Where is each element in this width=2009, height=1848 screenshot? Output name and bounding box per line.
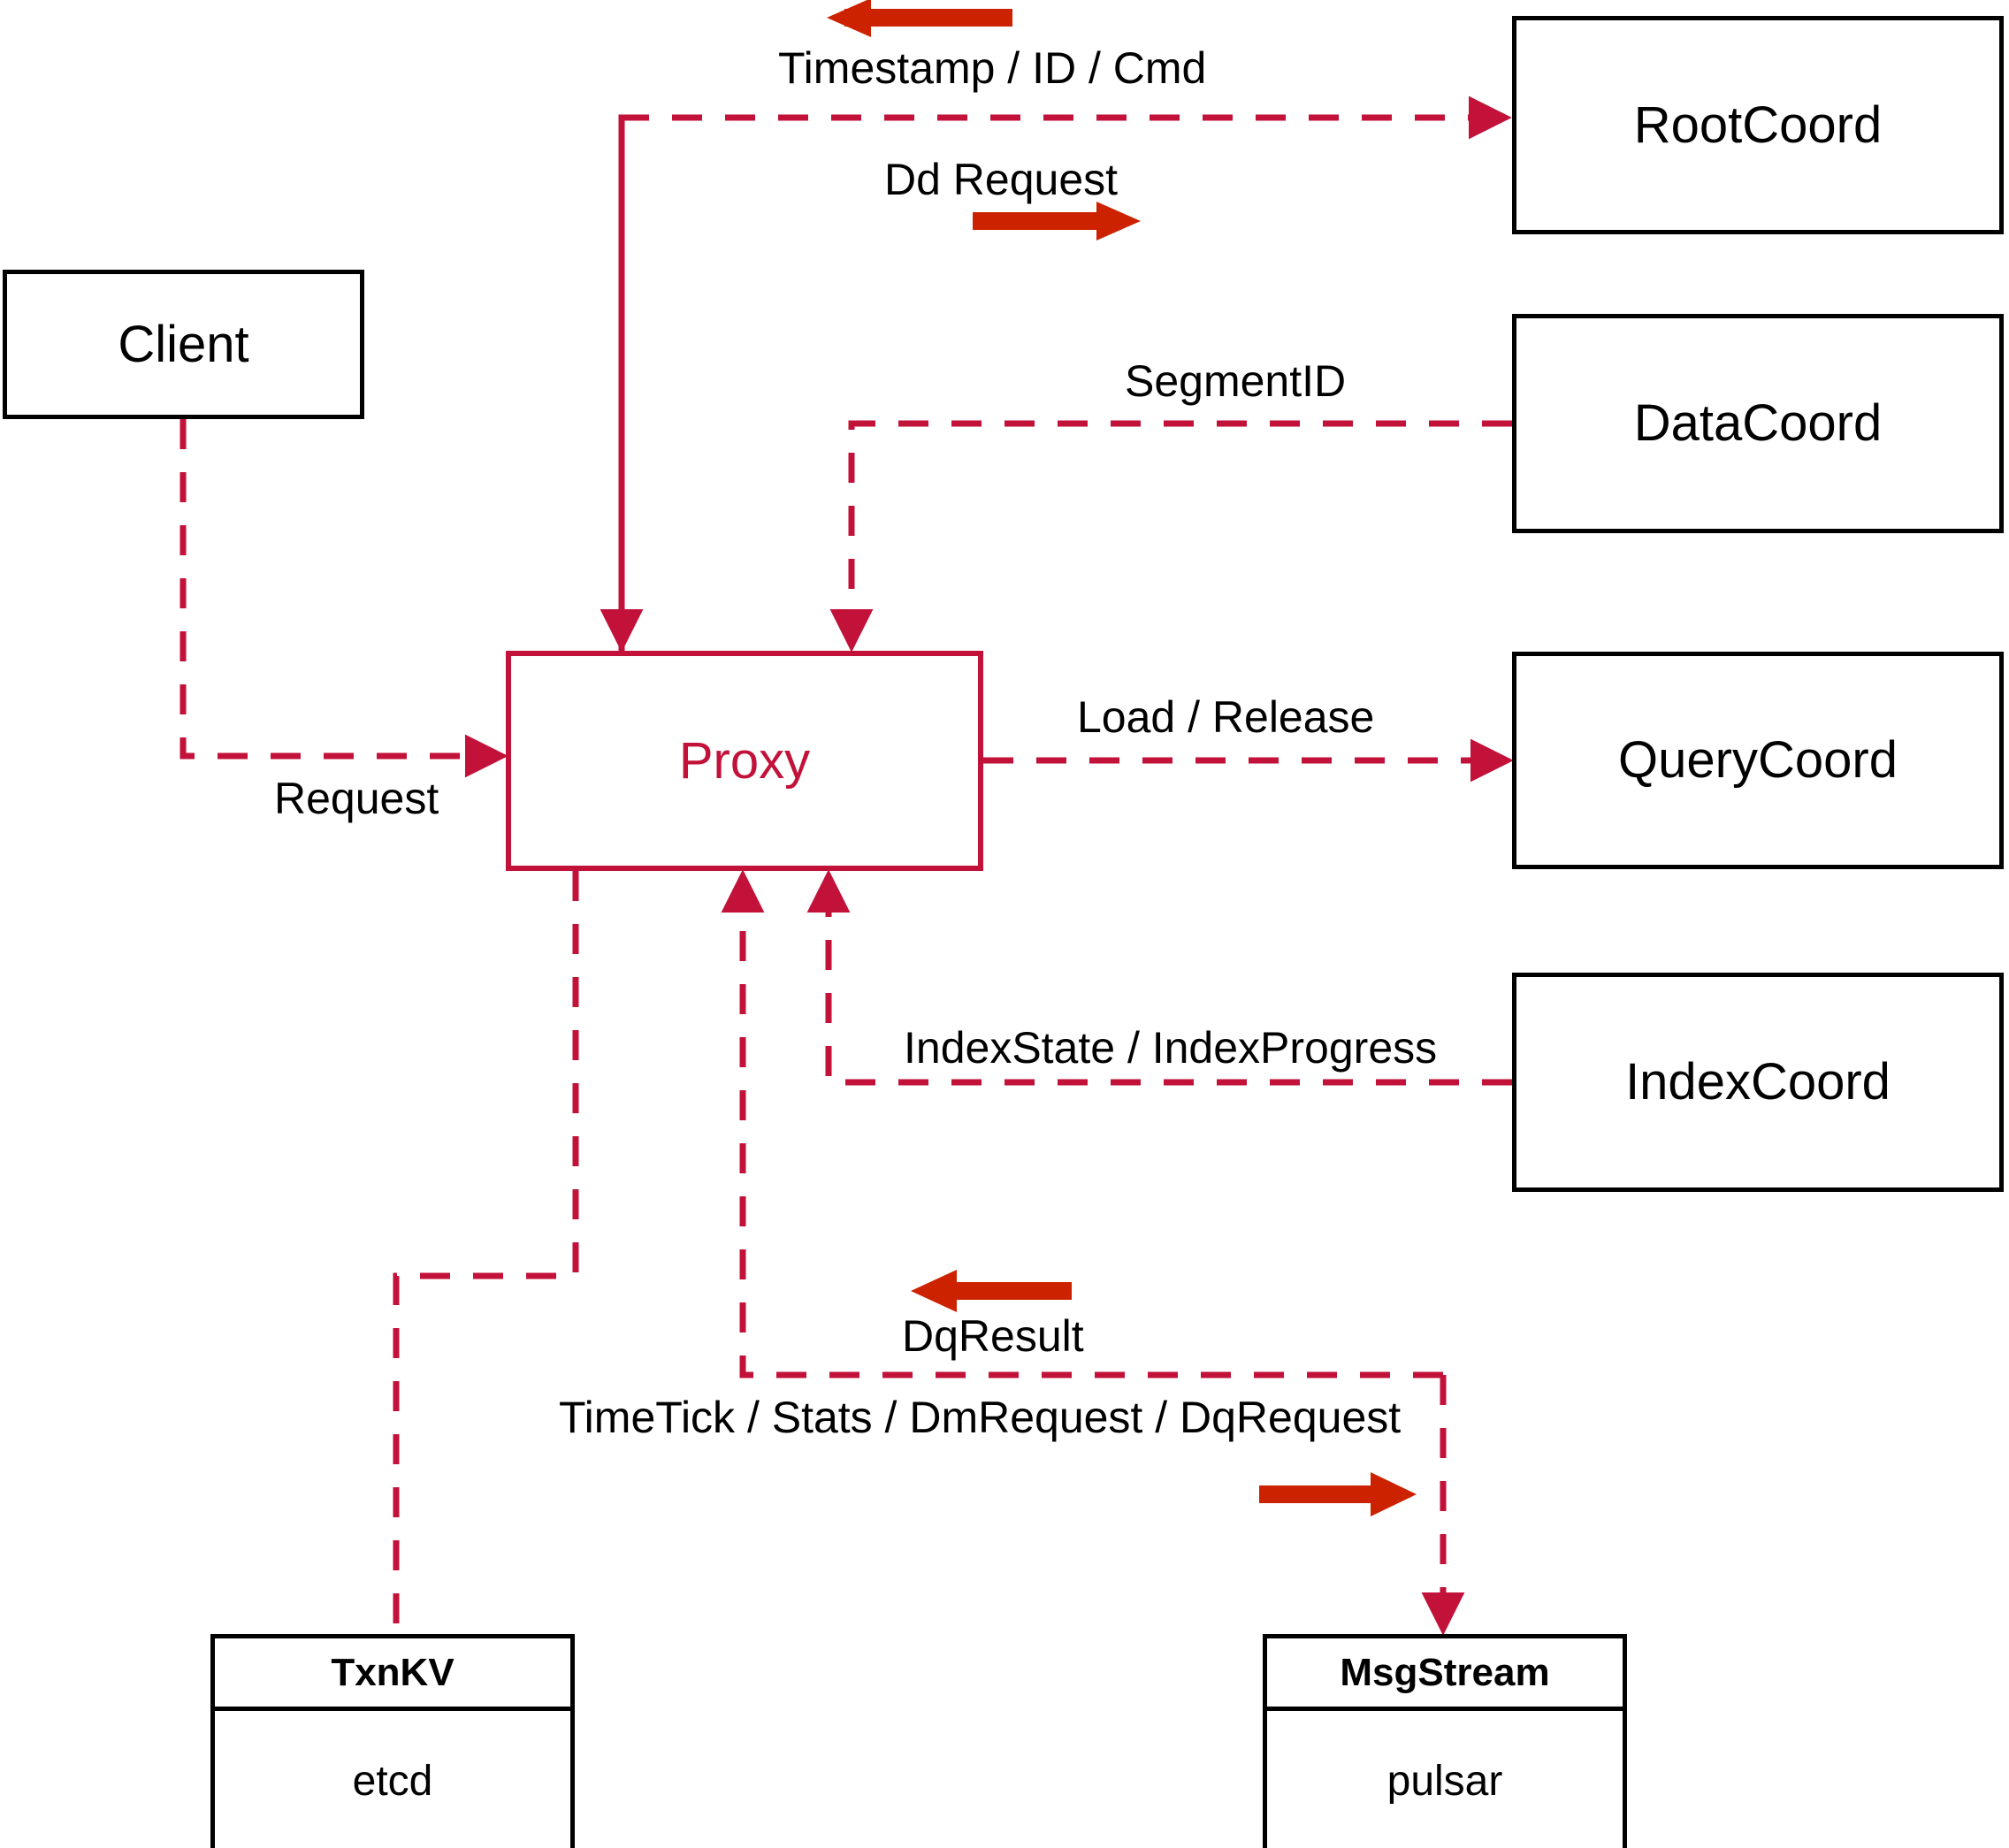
node-txnkv-header: TxnKV (215, 1638, 570, 1711)
node-msgstream-body: pulsar (1267, 1711, 1623, 1848)
direction-arrow-timetick (1259, 1472, 1417, 1516)
node-data-coord-label: DataCoord (1633, 394, 1883, 452)
node-root-coord[interactable]: RootCoord (1512, 16, 2004, 234)
node-txnkv[interactable]: TxnKV etcd (210, 1634, 575, 1848)
node-txnkv-title: TxnKV (331, 1650, 455, 1694)
edge-label-dq-result: DqResult (902, 1311, 1084, 1361)
edge-dq-result (721, 869, 1443, 1378)
edge-txnkv (393, 871, 579, 1634)
direction-arrow-dq-result (911, 1270, 1072, 1312)
edge-index-state (806, 869, 1512, 1086)
edge-label-load-release: Load / Release (1077, 692, 1375, 742)
edge-label-dd-request: Dd Request (884, 155, 1119, 204)
node-index-coord[interactable]: IndexCoord (1512, 973, 2004, 1192)
node-msgstream-header: MsgStream (1267, 1638, 1623, 1711)
edge-label-request: Request (274, 774, 439, 823)
edge-request (180, 419, 508, 778)
node-msgstream[interactable]: MsgStream pulsar (1263, 1634, 1627, 1848)
edge-label-timestamp-id-cmd: Timestamp / ID / Cmd (778, 43, 1207, 93)
edge-segment-id (829, 420, 1512, 653)
node-client-label: Client (118, 315, 249, 373)
edge-label-segment-id: SegmentID (1125, 356, 1347, 406)
node-proxy[interactable]: Proxy (506, 651, 983, 871)
node-index-coord-label: IndexCoord (1625, 1053, 1891, 1111)
node-client[interactable]: Client (3, 270, 364, 419)
node-query-coord[interactable]: QueryCoord (1512, 652, 2004, 869)
node-txnkv-impl: etcd (352, 1758, 433, 1805)
node-root-coord-label: RootCoord (1633, 95, 1883, 154)
edge-label-index-state-progress: IndexState / IndexProgress (904, 1023, 1438, 1073)
node-msgstream-impl: pulsar (1386, 1758, 1503, 1805)
node-data-coord[interactable]: DataCoord (1512, 314, 2004, 533)
direction-arrow-timestamp (827, 0, 1012, 37)
node-proxy-label: Proxy (678, 731, 811, 790)
node-txnkv-body: etcd (215, 1711, 570, 1848)
node-query-coord-label: QueryCoord (1618, 731, 1898, 789)
direction-arrow-dd-request (973, 202, 1141, 241)
node-msgstream-title: MsgStream (1340, 1650, 1550, 1694)
edge-label-timetick-stats: TimeTick / Stats / DmRequest / DqRequest (559, 1393, 1402, 1442)
